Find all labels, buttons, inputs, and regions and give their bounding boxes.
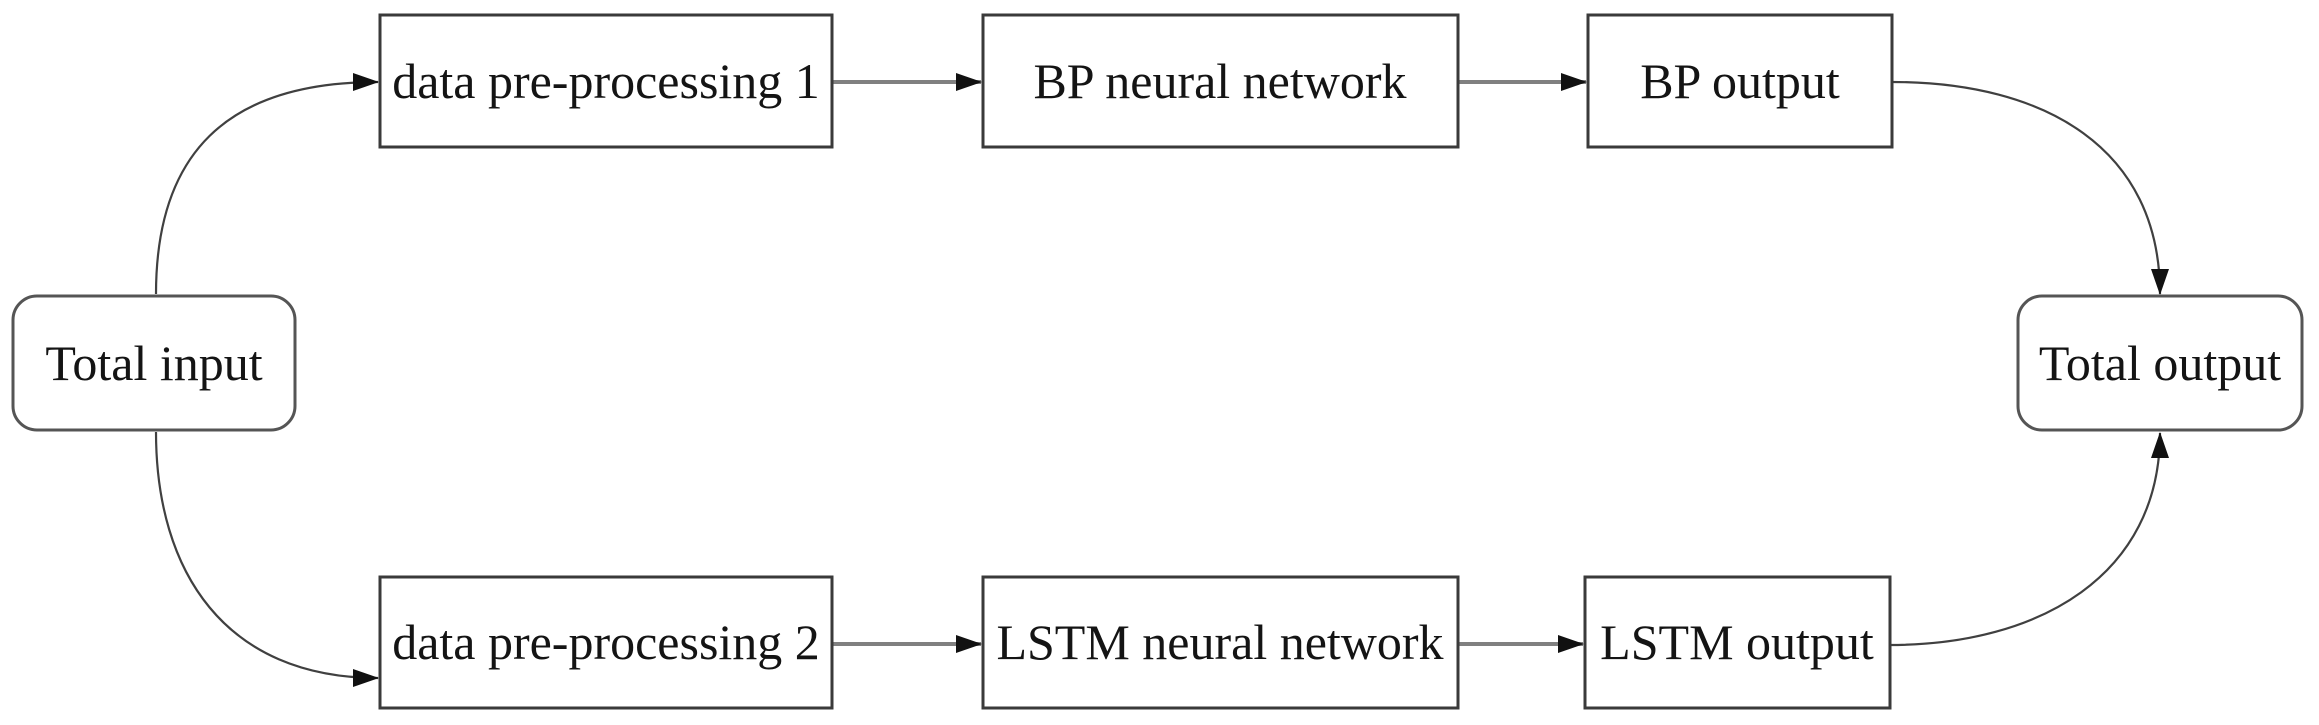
edge-bp-output-to-total-output [1891,80,2169,295]
node-bp-output-box [1586,13,1894,149]
node-total-input: Total input [11,294,297,432]
node-lstm-output-box [1583,575,1892,710]
node-bp-output: BP output [1586,13,1894,149]
node-total-output: Total output [2016,294,2304,432]
node-bp-neural-network-label: BP neural network [1033,53,1406,109]
node-total-input-box [11,294,297,432]
nodes: Total input data pre-processing 1 BP neu… [11,13,2304,710]
node-data-pre-processing-1: data pre-processing 1 [378,13,834,149]
node-bp-neural-network: BP neural network [981,13,1460,149]
node-lstm-output: LSTM output [1583,575,1892,710]
edges [154,73,2169,687]
node-data-pre-processing-2: data pre-processing 2 [378,575,834,710]
node-lstm-neural-network-box [981,575,1460,710]
edge-total-input-to-data-pre-processing-1 [154,73,379,295]
node-data-pre-processing-2-box [378,575,834,710]
node-total-output-box [2016,294,2304,432]
node-lstm-neural-network: LSTM neural network [981,575,1460,710]
node-data-pre-processing-1-box [378,13,834,149]
node-data-pre-processing-1-label: data pre-processing 1 [392,53,820,109]
node-bp-output-label: BP output [1640,53,1840,109]
node-total-input-label: Total input [45,335,262,391]
node-total-output-label: Total output [2039,335,2281,391]
edge-lstm-output-to-total-output [1889,432,2169,647]
node-lstm-output-label: LSTM output [1600,614,1874,670]
node-bp-neural-network-box [981,13,1460,149]
edge-total-input-to-data-pre-processing-2 [154,431,379,687]
node-data-pre-processing-2-label: data pre-processing 2 [392,614,820,670]
node-lstm-neural-network-label: LSTM neural network [996,614,1443,670]
